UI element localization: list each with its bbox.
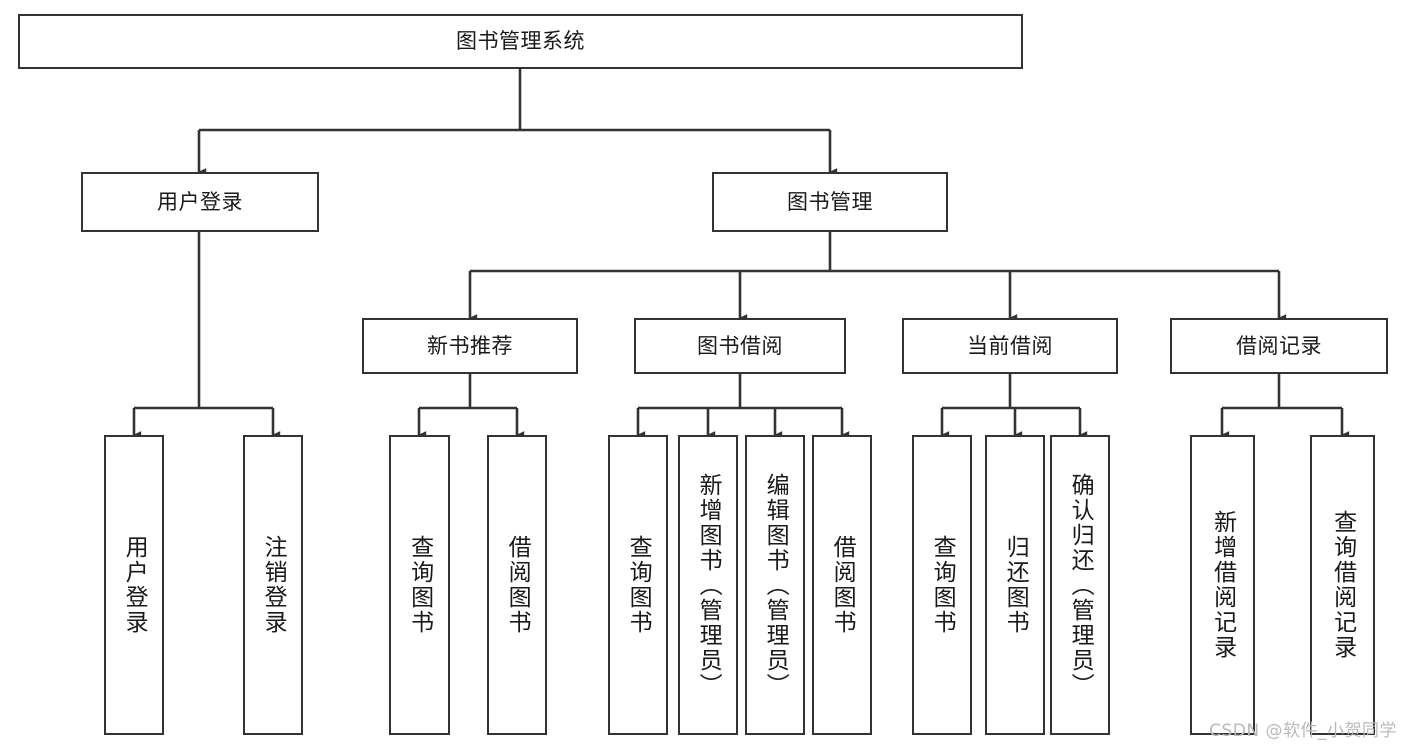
leaf-query-book-new-label: 查询图书: [406, 535, 433, 635]
leaf-confirm-return-admin-label: 确认归还（管理员）: [1067, 472, 1094, 698]
node-book-borrow-label: 图书借阅: [697, 333, 783, 358]
node-user-login[interactable]: 用户登录: [81, 172, 319, 232]
node-book-borrow[interactable]: 图书借阅: [634, 318, 846, 374]
leaf-borrow-book-label: 借阅图书: [829, 535, 856, 635]
leaf-return-book-label: 归还图书: [1002, 535, 1029, 635]
node-root[interactable]: 图书管理系统: [18, 14, 1023, 69]
node-book-management-label: 图书管理: [787, 189, 873, 214]
leaf-query-borrow-record[interactable]: 查询借阅记录: [1310, 435, 1375, 735]
node-book-management[interactable]: 图书管理: [712, 172, 948, 232]
node-new-book-recommend[interactable]: 新书推荐: [362, 318, 578, 374]
leaf-add-book-admin[interactable]: 新增图书（管理员）: [678, 435, 738, 735]
leaf-add-book-admin-label: 新增图书（管理员）: [695, 472, 722, 698]
leaf-query-borrow-record-label: 查询借阅记录: [1329, 510, 1356, 660]
leaf-borrow-book[interactable]: 借阅图书: [812, 435, 872, 735]
leaf-query-book-new[interactable]: 查询图书: [389, 435, 450, 735]
leaf-logout-label: 注销登录: [260, 535, 287, 635]
leaf-query-book-current-label: 查询图书: [929, 535, 956, 635]
node-current-borrow-label: 当前借阅: [967, 333, 1053, 358]
leaf-logout[interactable]: 注销登录: [243, 435, 303, 735]
leaf-add-borrow-record-label: 新增借阅记录: [1209, 510, 1236, 660]
node-root-label: 图书管理系统: [456, 29, 585, 54]
leaf-add-borrow-record[interactable]: 新增借阅记录: [1190, 435, 1255, 735]
leaf-edit-book-admin[interactable]: 编辑图书（管理员）: [745, 435, 805, 735]
leaf-confirm-return-admin[interactable]: 确认归还（管理员）: [1050, 435, 1110, 735]
leaf-query-book-borrow[interactable]: 查询图书: [608, 435, 668, 735]
node-user-login-label: 用户登录: [157, 189, 243, 214]
leaf-query-book-current[interactable]: 查询图书: [912, 435, 972, 735]
leaf-borrow-book-new[interactable]: 借阅图书: [487, 435, 547, 735]
node-new-book-recommend-label: 新书推荐: [427, 333, 513, 358]
leaf-borrow-book-new-label: 借阅图书: [504, 535, 531, 635]
node-current-borrow[interactable]: 当前借阅: [902, 318, 1118, 374]
node-borrow-records-label: 借阅记录: [1236, 333, 1322, 358]
leaf-edit-book-admin-label: 编辑图书（管理员）: [762, 472, 789, 698]
leaf-query-book-borrow-label: 查询图书: [625, 535, 652, 635]
node-borrow-records[interactable]: 借阅记录: [1170, 318, 1388, 374]
leaf-user-login[interactable]: 用户登录: [104, 435, 164, 735]
leaf-user-login-label: 用户登录: [121, 535, 148, 635]
leaf-return-book[interactable]: 归还图书: [985, 435, 1045, 735]
